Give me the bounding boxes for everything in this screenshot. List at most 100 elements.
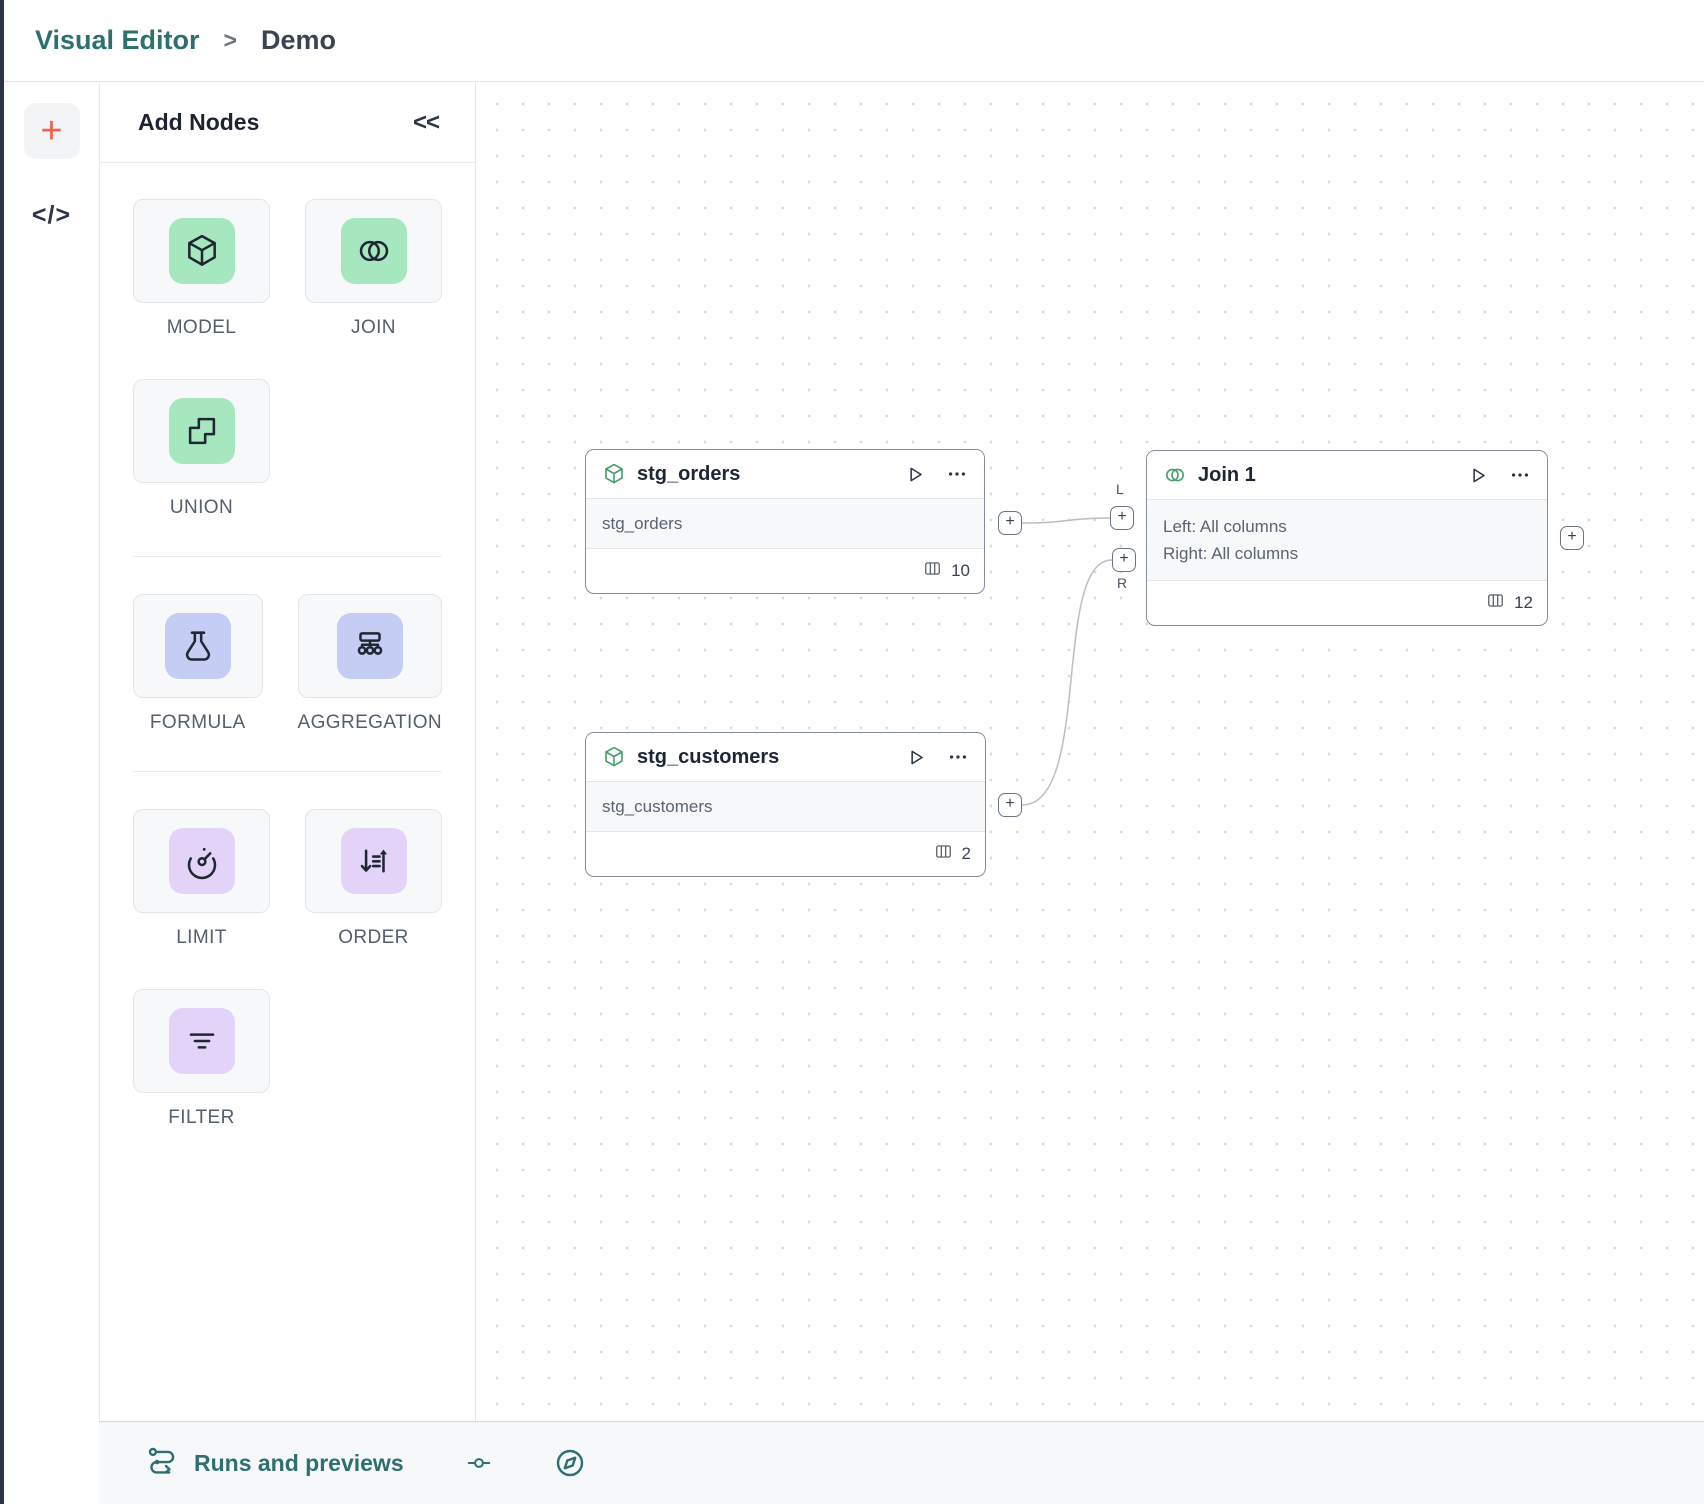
cube-icon: [168, 218, 235, 284]
tile-card: [133, 379, 270, 483]
runs-and-previews-button[interactable]: Runs and previews: [146, 1445, 404, 1482]
add-nodes-panel: Add Nodes << MODEL JOIN: [99, 83, 476, 1421]
column-count: 2: [961, 844, 971, 863]
ellipsis-icon[interactable]: [946, 463, 968, 485]
node-title: Join 1: [1198, 463, 1256, 486]
commit-icon[interactable]: [466, 1450, 492, 1476]
tile-limit[interactable]: LIMIT: [133, 809, 270, 949]
column-count: 12: [1514, 593, 1533, 612]
columns-icon: [1486, 591, 1505, 615]
tile-card: [133, 594, 263, 698]
node-subtitle: stg_orders: [602, 513, 683, 533]
node-header: Join 1: [1147, 451, 1547, 499]
handle-customers-output[interactable]: +: [998, 793, 1022, 817]
node-body: stg_orders: [586, 498, 984, 549]
join-circles-icon: [340, 218, 407, 284]
node-footer: 10: [586, 549, 984, 593]
handle-join-right-input[interactable]: +: [1112, 548, 1136, 572]
tile-card: [133, 809, 270, 913]
wire-orders-to-join-left: [1021, 517, 1111, 524]
window-edge: [0, 0, 4, 1504]
node-stg-orders[interactable]: stg_orders stg_orders 10: [585, 449, 985, 594]
cube-icon: [602, 745, 626, 769]
group-divider: [133, 771, 442, 772]
node-body: Left: All columns Right: All columns: [1147, 499, 1547, 581]
code-view-button[interactable]: </>: [32, 201, 71, 230]
group-divider: [133, 556, 442, 557]
ellipsis-icon[interactable]: [947, 746, 969, 768]
union-squares-icon: [168, 398, 235, 464]
tile-model[interactable]: MODEL: [133, 199, 270, 339]
collapse-panel-icon[interactable]: <<: [412, 108, 440, 136]
tile-card: [297, 594, 442, 698]
node-stg-customers[interactable]: stg_customers stg_customers 2: [585, 732, 986, 877]
bottom-bar: Runs and previews: [99, 1421, 1704, 1504]
breadcrumb-visual-editor[interactable]: Visual Editor: [35, 25, 200, 55]
handle-join-left-input[interactable]: +: [1110, 506, 1134, 530]
tile-aggregation[interactable]: AGGREGATION: [297, 594, 442, 734]
node-title: stg_orders: [637, 462, 741, 485]
columns-icon: [923, 559, 942, 583]
sort-icon: [340, 828, 407, 894]
tile-label: JOIN: [351, 317, 396, 338]
add-node-button[interactable]: +: [23, 103, 80, 159]
tile-label: MODEL: [166, 317, 237, 338]
code-icon: </>: [31, 201, 72, 229]
gauge-icon: [168, 828, 235, 894]
add-nodes-panel-header: Add Nodes <<: [100, 83, 475, 163]
tile-join[interactable]: JOIN: [305, 199, 442, 339]
tile-card: [305, 809, 442, 913]
plus-icon: +: [40, 110, 63, 152]
node-subtitle: stg_customers: [602, 796, 713, 816]
app-header: Visual Editor > Demo: [4, 0, 1704, 82]
column-count: 10: [951, 561, 970, 580]
node-join-1[interactable]: Join 1 Left: All columns Right: All colu…: [1146, 450, 1548, 626]
panel-title: Add Nodes: [138, 109, 260, 135]
connection-wires: [1021, 517, 1113, 806]
tile-filter[interactable]: FILTER: [133, 989, 270, 1129]
tile-label: FILTER: [168, 1107, 235, 1128]
play-icon[interactable]: [903, 463, 926, 486]
node-title: stg_customers: [637, 745, 780, 768]
tile-label: AGGREGATION: [297, 712, 442, 733]
tile-label: ORDER: [338, 927, 409, 948]
node-tiles: MODEL JOIN UNION: [100, 163, 475, 1169]
breadcrumb-separator: >: [223, 27, 237, 53]
play-icon[interactable]: [1466, 464, 1489, 487]
compass-icon[interactable]: [554, 1447, 586, 1479]
node-footer: 12: [1147, 581, 1547, 625]
join-circles-icon: [1163, 463, 1187, 487]
tile-order[interactable]: ORDER: [305, 809, 442, 949]
tile-card: [133, 199, 270, 303]
tile-card: [133, 989, 270, 1093]
join-left-line: Left: All columns: [1163, 516, 1287, 536]
cube-icon: [602, 462, 626, 486]
node-footer: 2: [586, 832, 985, 876]
join-left-port-label: L: [1116, 481, 1124, 497]
tile-union[interactable]: UNION: [133, 379, 270, 519]
join-right-port-label: R: [1117, 575, 1128, 591]
node-body: stg_customers: [586, 781, 985, 832]
tile-label: LIMIT: [176, 927, 227, 948]
runs-and-previews-label: Runs and previews: [194, 1449, 404, 1476]
canvas[interactable]: stg_orders stg_orders 10 stg_customers: [476, 83, 1704, 1421]
breadcrumb-current-demo: Demo: [260, 25, 336, 55]
filter-lines-icon: [168, 1008, 235, 1074]
columns-icon: [934, 842, 953, 866]
wire-customers-to-join-right: [1021, 559, 1113, 806]
route-icon: [146, 1445, 178, 1482]
tile-card: [305, 199, 442, 303]
node-header: stg_orders: [586, 450, 984, 498]
handle-join-output[interactable]: +: [1560, 526, 1584, 550]
ellipsis-icon[interactable]: [1509, 464, 1531, 486]
flask-icon: [164, 613, 231, 679]
play-icon[interactable]: [904, 746, 927, 769]
handle-orders-output[interactable]: +: [998, 511, 1022, 535]
join-right-line: Right: All columns: [1163, 543, 1299, 563]
tile-formula[interactable]: FORMULA: [133, 594, 263, 734]
left-rail: + </>: [4, 83, 99, 1504]
tile-label: FORMULA: [149, 712, 246, 733]
sitemap-icon: [336, 613, 403, 679]
node-header: stg_customers: [586, 733, 985, 781]
tile-label: UNION: [169, 497, 234, 518]
